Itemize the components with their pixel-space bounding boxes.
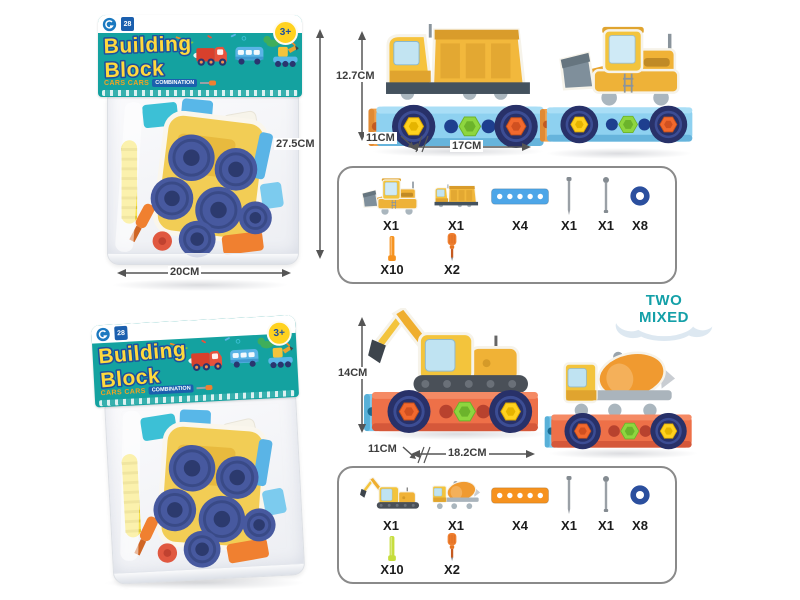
package-top-bag [107, 95, 299, 265]
part-slot: X1 [427, 174, 485, 233]
package-height-label: 27.5CM [274, 138, 317, 150]
part-qty: X10 [380, 562, 404, 577]
part-slot: X4 [489, 472, 551, 533]
vehicle-height-label: 14CM [336, 367, 370, 379]
part-qty: X8 [632, 218, 648, 233]
axle-screw-icon [601, 176, 611, 216]
peg-bolt-icon [386, 535, 398, 562]
brand-title-line2: Block [104, 57, 164, 82]
package-top: 28 Building Block 3+ CARS CARS COMBINATI… [98, 15, 306, 285]
card-subtitle-left: CARS CARS [104, 79, 150, 87]
brand-title-line1: Building [103, 35, 192, 58]
package-width-label: 20CM [168, 266, 202, 278]
part-slot: X10 [370, 534, 414, 577]
cloud-badge-line2: MIXED [638, 309, 689, 326]
part-slot: X8 [623, 472, 657, 533]
brand-logo-icon [95, 326, 111, 342]
part-slot: X2 [430, 232, 474, 277]
screwdriver-icon [445, 532, 459, 562]
part-qty: X1 [383, 518, 399, 533]
part-slot: X8 [623, 174, 657, 233]
dump-truck-illustration [368, 23, 545, 149]
card-subtitle-right: COMBINATION [152, 79, 198, 87]
cloud-badge-text: TWO MIXED [606, 292, 722, 326]
card-subtitle-left: CARS CARS [100, 387, 146, 397]
vehicle-length-label: 17CM [450, 140, 484, 152]
card-top-strip: 28 [98, 15, 302, 33]
card-subtitle: CARS CARS COMBINATION [100, 383, 213, 397]
package-header-card: 28 Building Block 3+ CARS CARS COMBINATI… [91, 314, 300, 408]
card-subtitle: CARS CARS COMBINATION [104, 79, 217, 87]
package-height-dim-line [316, 29, 324, 259]
wheel-loader-illustration [539, 25, 693, 144]
card-subtitle-right: COMBINATION [148, 384, 194, 395]
screwdriver-icon [445, 232, 459, 262]
part-slot: X10 [370, 234, 414, 277]
package-width-dim-line [117, 269, 291, 277]
mini-screwdriver-icon [200, 80, 217, 86]
wheel-loader-part-icon [361, 176, 421, 216]
excavator-part-icon [360, 477, 422, 514]
part-slot: X1 [592, 174, 620, 233]
parts-list-box-bottom: X1 X1 X4 X1 X1 X8 X10 X2 [337, 466, 677, 584]
connector-strip-icon [491, 487, 549, 504]
brand-title-line1: Building [97, 339, 187, 369]
part-qty: X1 [448, 218, 464, 233]
mini-screwdriver-icon [196, 384, 213, 391]
brand-logo-icon [102, 17, 117, 32]
cement-mixer-illustration [544, 350, 693, 450]
part-slot: X1 [555, 472, 583, 533]
wheel-loader-shadow [546, 148, 692, 159]
part-qty: X1 [383, 218, 399, 233]
vehicle-length-label: 18.2CM [446, 447, 489, 459]
dump-truck-part-icon [431, 184, 481, 208]
cement-mixer-shadow [548, 448, 698, 459]
part-qty: X1 [598, 518, 614, 533]
long-screw-icon [564, 176, 574, 216]
corner-badge: 28 [114, 325, 128, 341]
wheel-nut-icon [629, 484, 651, 506]
part-qty: X1 [561, 218, 577, 233]
long-screw-icon [564, 475, 574, 515]
part-slot: X4 [489, 174, 551, 233]
package-header-card: 28 Building Block 3+ CARS CARS COMBINATI… [98, 15, 302, 97]
part-slot: X2 [430, 532, 474, 577]
excavator-illustration [364, 307, 539, 434]
package-bottom: 28 Building Block 3+ CARS CARS COMBINATI… [91, 314, 313, 596]
brand-title: Building Block [102, 35, 194, 84]
part-qty: X10 [380, 262, 404, 277]
package-top-shadow [112, 279, 288, 291]
vehicle-depth-label: 11CM [364, 132, 397, 144]
part-slot: X1 [592, 472, 620, 533]
wheel-nut-icon [629, 185, 651, 207]
part-slot: X1 [555, 174, 583, 233]
part-slot: X1 [357, 174, 425, 233]
axle-screw-icon [601, 475, 611, 515]
part-qty: X8 [632, 518, 648, 533]
part-qty: X2 [444, 562, 460, 577]
part-slot: X1 [357, 472, 425, 533]
part-slot: X1 [427, 472, 485, 533]
cloud-badge-line1: TWO [645, 292, 683, 309]
package-bottom-bag [104, 394, 306, 585]
vehicle-height-label: 12.7CM [334, 70, 377, 82]
part-qty: X4 [512, 218, 528, 233]
age-badge: 3+ [273, 20, 298, 45]
card-tagline-strip [102, 90, 298, 96]
part-qty: X2 [444, 262, 460, 277]
vehicle-depth-label: 11CM [366, 443, 399, 455]
vehicle-height-dim-line [358, 31, 366, 141]
connector-strip-icon [491, 188, 549, 205]
peg-bolt-icon [386, 235, 398, 262]
part-qty: X4 [512, 518, 528, 533]
part-qty: X1 [561, 518, 577, 533]
corner-badge: 28 [121, 17, 134, 31]
part-qty: X1 [598, 218, 614, 233]
bag-seam [108, 253, 298, 264]
cement-mixer-part-icon [429, 480, 483, 510]
bag-shine [120, 410, 141, 561]
part-qty: X1 [448, 518, 464, 533]
parts-list-box-top: X1 X1 X4 X1 X1 X8 X10 X2 [337, 166, 677, 284]
